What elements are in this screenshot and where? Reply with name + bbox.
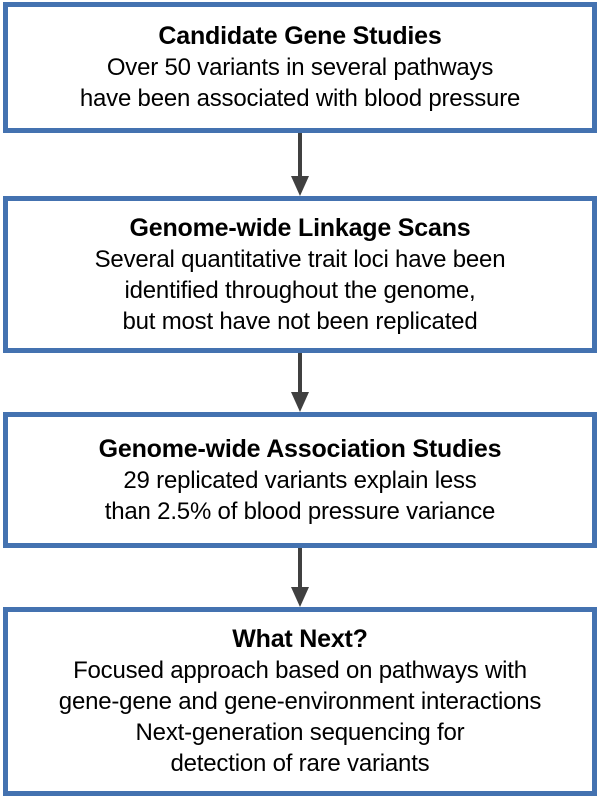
flow-node-title: What Next? <box>232 625 368 653</box>
arrow-head <box>291 392 309 412</box>
flow-node-body: Several quantitative trait loci have bee… <box>8 244 592 337</box>
down-arrow-icon <box>291 353 309 412</box>
flow-node-body-line: identified throughout the genome, <box>124 276 476 304</box>
flow-node-body: 29 replicated variants explain less than… <box>8 465 592 527</box>
flow-node-body: Focused approach based on pathways with … <box>8 655 592 779</box>
flow-node-title: Genome-wide Association Studies <box>98 434 502 463</box>
flow-node-body-line: but most have not been replicated <box>122 307 478 335</box>
arrow-shaft <box>298 133 302 178</box>
flow-node-title: Genome-wide Linkage Scans <box>129 213 471 242</box>
arrow-shaft <box>298 548 302 589</box>
flow-node-what-next: What Next? Focused approach based on pat… <box>3 607 597 796</box>
flow-node-candidate-gene-studies: Candidate Gene Studies Over 50 variants … <box>3 2 597 133</box>
flow-node-body-line: Several quantitative trait loci have bee… <box>94 245 506 273</box>
flow-node-body-line: Next-generation sequencing for <box>135 719 465 746</box>
arrow-head <box>291 587 309 607</box>
flow-node-body-line: detection of rare variants <box>170 750 430 777</box>
flow-node-body-line: than 2.5% of blood pressure variance <box>104 497 496 525</box>
flow-node-title: Candidate Gene Studies <box>158 22 442 50</box>
flow-node-body-line: gene-gene and gene-environment interacti… <box>58 688 542 715</box>
arrow-shaft <box>298 353 302 394</box>
down-arrow-icon <box>291 133 309 196</box>
flow-node-body-line: Over 50 variants in several pathways <box>106 54 494 81</box>
flow-node-body-line: 29 replicated variants explain less <box>123 466 477 494</box>
flow-node-body: Over 50 variants in several pathways hav… <box>8 52 592 114</box>
down-arrow-icon <box>291 548 309 607</box>
flow-node-body-line: Focused approach based on pathways with <box>73 657 527 684</box>
flow-node-linkage-scans: Genome-wide Linkage Scans Several quanti… <box>3 196 597 353</box>
flow-node-body-line: have been associated with blood pressure <box>79 85 521 112</box>
flow-node-gwas: Genome-wide Association Studies 29 repli… <box>3 412 597 548</box>
arrow-head <box>291 176 309 196</box>
